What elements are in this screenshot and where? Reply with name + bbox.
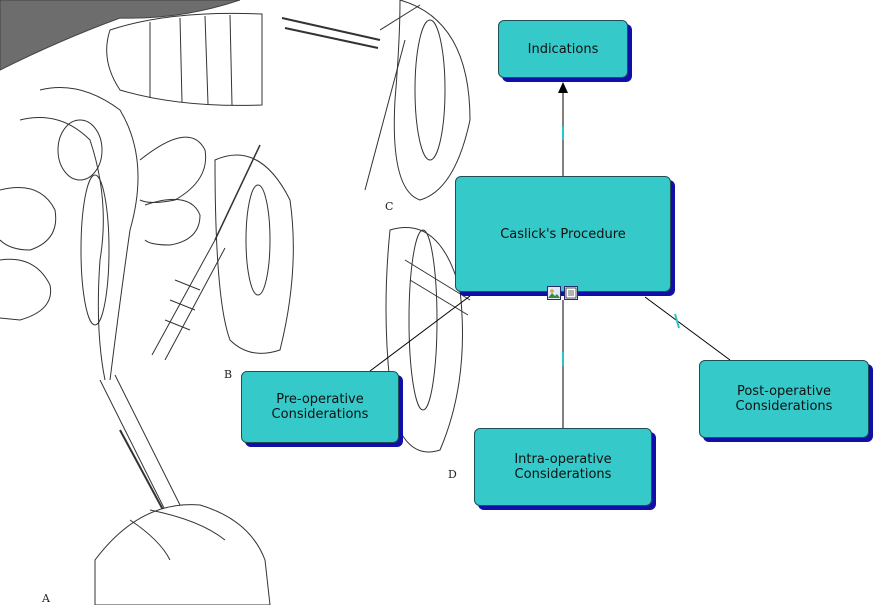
panel-label-a: A — [42, 592, 50, 605]
connector-post-operative — [644, 296, 731, 361]
node-post-operative[interactable]: Post-operative Considerations — [699, 360, 869, 438]
node-label-pre-operative: Pre-operative Considerations — [271, 392, 369, 422]
connector-pre-operative — [369, 295, 471, 372]
tick-post-operative — [674, 313, 680, 329]
node-indications[interactable]: Indications — [498, 20, 628, 78]
arrowhead-indications — [558, 82, 568, 93]
node-label-post-operative: Post-operative Considerations — [735, 384, 833, 414]
panel-label-d: D — [448, 468, 457, 481]
panel-label-c: C — [385, 200, 394, 213]
node-label-intra-operative: Intra-operative Considerations — [514, 452, 612, 482]
notes-icon[interactable] — [564, 286, 578, 300]
image-icon[interactable] — [547, 286, 561, 300]
node-label-indications: Indications — [527, 41, 599, 57]
panel-label-b: B — [224, 368, 233, 381]
node-caslicks-procedure[interactable]: Caslick's Procedure — [455, 176, 671, 292]
node-intra-operative[interactable]: Intra-operative Considerations — [474, 428, 652, 506]
node-pre-operative[interactable]: Pre-operative Considerations — [241, 371, 399, 443]
node-label-root: Caslick's Procedure — [500, 226, 626, 242]
